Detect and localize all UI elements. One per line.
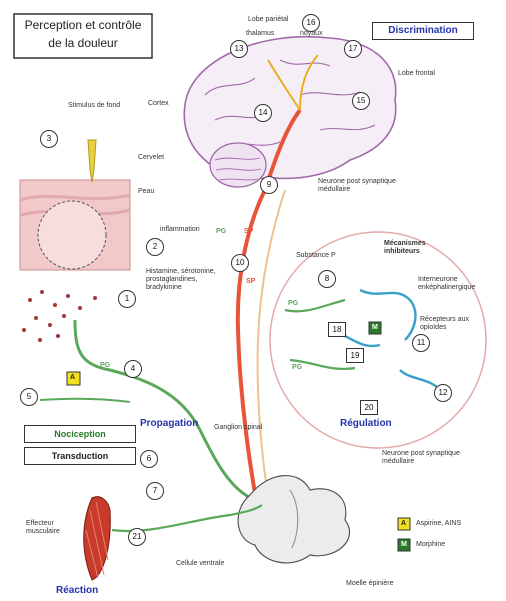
callout-19: 19 [346,348,364,363]
callout-15: 15 [352,92,370,110]
tag-pg-3: PG [288,300,298,308]
tag-sp-2: SP [246,278,255,286]
label-thalamus: thalamus [246,30,274,38]
label-substance-p: Substance P [296,252,336,260]
regulation-zone [270,232,486,448]
label-peau: Peau [138,188,154,196]
callout-10: 10 [231,254,249,272]
callout-3: 3 [40,130,58,148]
section-regulation: Régulation [340,418,392,429]
label-moelle: Moelle épinière [346,580,393,588]
tag-pg-4: PG [292,364,302,372]
callout-17: 17 [344,40,362,58]
label-stimulus: Stimulus de fond [68,102,128,110]
label-substances: Histamine, sérotonine, prostaglandines, … [146,268,226,292]
nociception-box: Nociception [24,425,136,443]
label-neurone-post-2: Neurone post synaptique médullaire [382,450,462,466]
tag-pg-1: PG [216,228,226,236]
label-mecanismes: Mécanismes inhibiteurs [384,240,454,256]
label-effecteur: Effecteur musculaire [26,520,76,536]
peripheral-nerve [75,320,255,500]
label-lobe-frontal: Lobe frontal [398,70,435,78]
skin-illustration [20,140,130,270]
section-propagation: Propagation [140,418,198,429]
tag-m-letter: M [372,324,378,332]
title-line-2: de la douleur [20,36,146,50]
callout-14: 14 [254,104,272,122]
label-recepteurs: Récepteurs aux opioïdes [420,316,492,332]
section-discrimination: Discrimination [372,22,474,40]
callout-18: 18 [328,322,346,337]
label-neurone-post: Neurone post synaptique médullaire [318,178,398,194]
legend-a-label: Aspirine, AINS [416,520,461,528]
callout-8: 8 [318,270,336,288]
peripheral-nerve-branch [40,399,130,402]
callout-5: 5 [20,388,38,406]
tag-a-letter: A [70,374,75,382]
callout-12: 12 [434,384,452,402]
callout-6: 6 [140,450,158,468]
brain-illustration [184,37,396,187]
tag-pg-2: PG [100,362,110,370]
transduction-box: Transduction [24,447,136,465]
label-interneurone: Interneurone enképhalinergique [418,276,498,292]
callout-7: 7 [146,482,164,500]
label-lobe-parietal: Lobe pariétal [248,16,288,24]
section-reaction: Réaction [56,585,98,596]
callout-4: 4 [124,360,142,378]
callout-11: 11 [412,334,430,352]
label-cellule: Cellule ventrale [176,560,226,568]
callout-21: 21 [128,528,146,546]
legend-a-letter: A [401,520,406,528]
label-ganglion: Ganglion spinal [214,424,264,432]
callout-1: 1 [118,290,136,308]
callout-9: 9 [260,176,278,194]
legend-m-letter: M [401,541,407,549]
label-cortex: Cortex [148,100,169,108]
title-line-1: Perception et contrôle [20,18,146,32]
muscle-illustration [84,497,111,580]
inflammation-dots [22,290,97,342]
callout-20: 20 [360,400,378,415]
label-cervelet: Cervelet [138,154,164,162]
descending-pathway [258,190,285,510]
tag-sp-1: SP [244,228,253,236]
label-inflammation: inflammation [160,226,200,234]
legend-m-label: Morphine [416,541,445,549]
callout-16: 16 [302,14,320,32]
callout-2: 2 [146,238,164,256]
callout-13: 13 [230,40,248,58]
